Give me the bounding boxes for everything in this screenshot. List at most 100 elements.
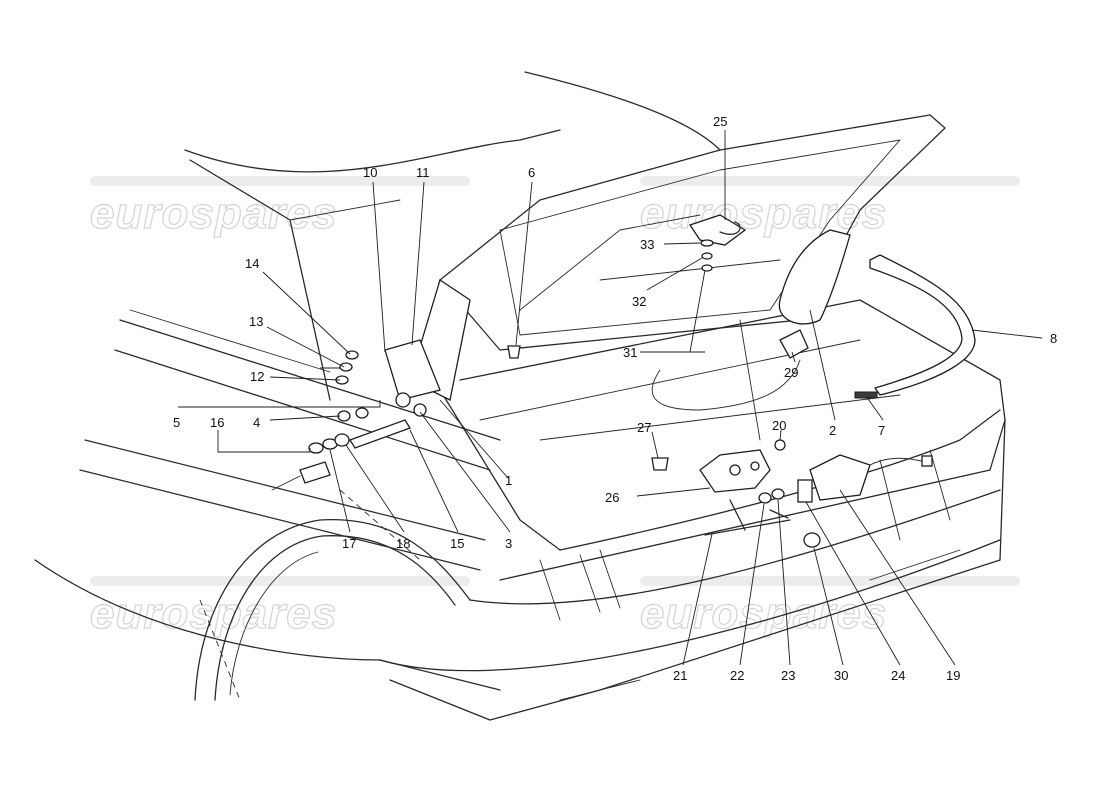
hinge-pivot (413, 403, 427, 417)
roof-line (184, 129, 561, 173)
hinge-bracket-part-11 (384, 339, 441, 401)
leader-10 (372, 181, 386, 353)
washer-part-22 (758, 492, 772, 504)
callout-22: 22 (730, 668, 744, 683)
leader-3 (419, 411, 511, 533)
latch-bolt (729, 464, 741, 476)
leader-19 (839, 489, 956, 666)
lock-cylinder-part-24 (797, 479, 813, 503)
callout-8: 8 (1050, 331, 1057, 346)
nut-part-5 (355, 407, 369, 419)
washer-part-23 (771, 488, 785, 500)
roof-top-line (524, 71, 721, 151)
lock-actuator-part-19 (809, 454, 871, 501)
callout-labels: 10 11 6 25 14 13 12 5 4 16 17 18 15 3 1 … (173, 114, 1057, 683)
callout-5: 5 (173, 415, 180, 430)
hinge-pin-part-4 (395, 392, 411, 408)
lid-stiffener (519, 214, 701, 311)
callout-25: 25 (713, 114, 727, 129)
trunk-lid (439, 114, 946, 351)
callout-30: 30 (834, 668, 848, 683)
leader-1 (439, 399, 509, 479)
bumper-lower (389, 559, 1001, 721)
hidden-line (339, 489, 421, 561)
clip-part-29 (779, 329, 809, 359)
watermark-bar (640, 176, 1020, 186)
leader-4 (269, 415, 341, 421)
callout-14: 14 (245, 256, 259, 271)
side-line-4 (84, 439, 486, 541)
callout-17: 17 (342, 536, 356, 551)
trunk-floor-line (539, 394, 901, 441)
leader-13 (266, 326, 345, 368)
hidden-line (199, 599, 241, 701)
striker-part-25 (688, 214, 747, 246)
callout-1: 1 (505, 473, 512, 488)
strip-part-7 (854, 391, 878, 399)
rod-part-21 (704, 499, 791, 536)
callout-6: 6 (528, 165, 535, 180)
leader-18 (345, 444, 405, 533)
callout-7: 7 (878, 423, 885, 438)
wheel-arch-outer (194, 519, 471, 701)
leader-14 (262, 271, 351, 355)
leader-29 (791, 351, 796, 363)
trunk-left-edge (439, 389, 561, 551)
leader-22 (739, 503, 765, 666)
spare-well (651, 359, 801, 411)
callout-23: 23 (781, 668, 795, 683)
side-line-5 (79, 469, 481, 571)
leader-17 (329, 449, 351, 533)
watermark-bar (90, 176, 470, 186)
trunk-lid-inner (499, 139, 901, 336)
callout-19: 19 (946, 668, 960, 683)
callout-31: 31 (623, 345, 637, 360)
side-line-2 (114, 349, 491, 471)
leader-12 (269, 367, 341, 381)
callout-33: 33 (640, 237, 654, 252)
seal-part-8 (869, 254, 976, 396)
plug-part-30 (803, 532, 821, 548)
side-line-3 (129, 309, 331, 373)
trunk-lid-outer (439, 114, 946, 351)
actuator-wire (869, 457, 926, 466)
side-line-1 (119, 319, 501, 441)
watermark-top-right: eurospares (640, 189, 887, 238)
watermark-bar (640, 576, 1020, 586)
leader-6 (515, 181, 533, 346)
screw-part-20 (774, 439, 786, 451)
leader-2 (809, 309, 836, 421)
watermark-bottom-left: eurospares (90, 589, 337, 638)
callout-13: 13 (249, 314, 263, 329)
parts (271, 214, 976, 548)
washer-part-33 (700, 239, 714, 247)
nut-part-31 (701, 264, 713, 272)
rear-panel-top (499, 419, 1006, 581)
connector (921, 455, 933, 467)
leader-32 (646, 257, 703, 291)
leader-23 (777, 499, 791, 666)
latch-bolt (750, 461, 760, 471)
striker-hook (719, 221, 741, 235)
leader-31 (640, 269, 706, 353)
callout-18: 18 (396, 536, 410, 551)
leader-11 (411, 181, 425, 346)
washer-part-18 (334, 433, 350, 447)
leader-21 (682, 533, 713, 666)
leader-8 (971, 329, 1043, 339)
lid-rib (599, 259, 781, 281)
tail-lamp-left (539, 549, 621, 621)
leader-33 (663, 242, 701, 245)
leader-26 (636, 487, 711, 497)
callout-10: 10 (363, 165, 377, 180)
leader-20 (779, 429, 782, 441)
callout-3: 3 (505, 536, 512, 551)
leader-30 (813, 547, 844, 666)
bumper-slots (559, 549, 961, 701)
washer-part-32 (701, 252, 713, 260)
callout-32: 32 (632, 294, 646, 309)
watermark-bar (90, 576, 470, 586)
callout-27: 27 (637, 420, 651, 435)
